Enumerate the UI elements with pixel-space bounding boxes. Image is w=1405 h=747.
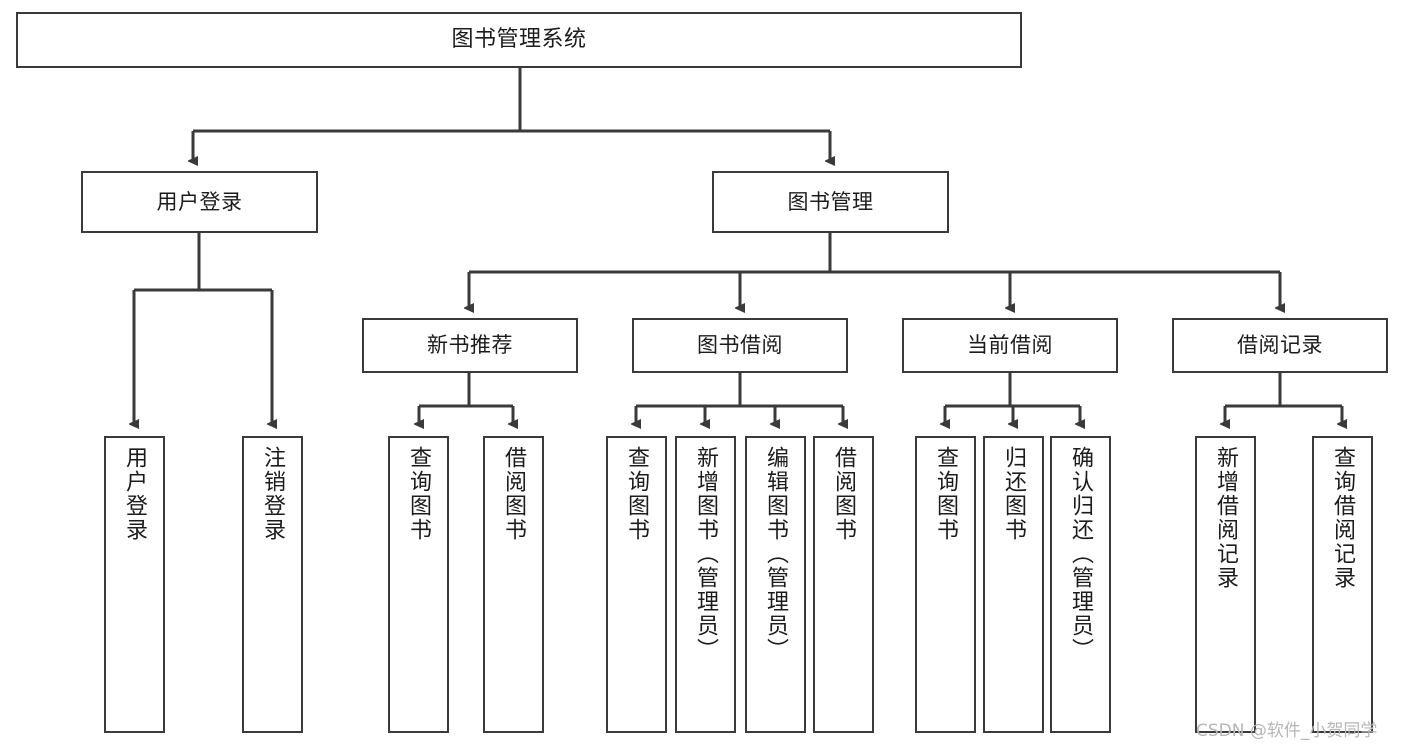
node-leaf-borrow-book-2-label: 借阅图书	[831, 446, 857, 542]
node-book-borrow[interactable]: 图书借阅	[632, 318, 848, 373]
node-leaf-query-book-1[interactable]: 查询图书	[388, 436, 449, 733]
node-leaf-add-record-label: 新增借阅记录	[1213, 446, 1239, 590]
node-book-manage-label: 图书管理	[787, 189, 874, 214]
node-leaf-query-record[interactable]: 查询借阅记录	[1312, 436, 1373, 733]
node-user-login[interactable]: 用户登录	[81, 171, 318, 233]
node-leaf-user-login[interactable]: 用户登录	[104, 436, 165, 733]
node-leaf-borrow-book-1[interactable]: 借阅图书	[483, 436, 544, 733]
node-leaf-confirm-return[interactable]: 确认归还（管理员）	[1050, 436, 1111, 733]
node-root[interactable]: 图书管理系统	[16, 12, 1022, 68]
node-book-borrow-label: 图书借阅	[697, 333, 783, 358]
node-current-borrow[interactable]: 当前借阅	[902, 318, 1118, 373]
node-leaf-query-record-label: 查询借阅记录	[1330, 446, 1356, 590]
node-leaf-logout[interactable]: 注销登录	[242, 436, 303, 733]
node-new-book-rec[interactable]: 新书推荐	[362, 318, 578, 373]
csdn-watermark: CSDN @软件_小贺同学	[1196, 721, 1378, 741]
node-leaf-add-record[interactable]: 新增借阅记录	[1195, 436, 1256, 733]
node-leaf-confirm-return-label: 确认归还（管理员）	[1068, 446, 1094, 662]
node-user-login-label: 用户登录	[156, 189, 243, 214]
node-leaf-query-book-3[interactable]: 查询图书	[915, 436, 976, 733]
node-leaf-edit-book[interactable]: 编辑图书（管理员）	[745, 436, 806, 733]
node-root-label: 图书管理系统	[451, 27, 587, 53]
node-current-borrow-label: 当前借阅	[967, 333, 1053, 358]
node-leaf-return-book-label: 归还图书	[1001, 446, 1027, 542]
node-leaf-user-login-label: 用户登录	[122, 446, 148, 542]
node-leaf-query-book-2-label: 查询图书	[624, 446, 650, 542]
node-borrow-record-label: 借阅记录	[1237, 333, 1323, 358]
node-leaf-add-book-label: 新增图书（管理员）	[693, 446, 719, 662]
node-book-manage[interactable]: 图书管理	[712, 171, 949, 233]
node-leaf-add-book[interactable]: 新增图书（管理员）	[675, 436, 736, 733]
node-leaf-borrow-book-1-label: 借阅图书	[501, 446, 527, 542]
node-new-book-rec-label: 新书推荐	[427, 333, 513, 358]
node-leaf-return-book[interactable]: 归还图书	[983, 436, 1044, 733]
node-borrow-record[interactable]: 借阅记录	[1172, 318, 1388, 373]
node-leaf-edit-book-label: 编辑图书（管理员）	[763, 446, 789, 662]
node-leaf-query-book-3-label: 查询图书	[933, 446, 959, 542]
node-leaf-query-book-2[interactable]: 查询图书	[606, 436, 667, 733]
node-leaf-query-book-1-label: 查询图书	[406, 446, 432, 542]
node-leaf-logout-label: 注销登录	[260, 446, 286, 542]
node-leaf-borrow-book-2[interactable]: 借阅图书	[813, 436, 874, 733]
